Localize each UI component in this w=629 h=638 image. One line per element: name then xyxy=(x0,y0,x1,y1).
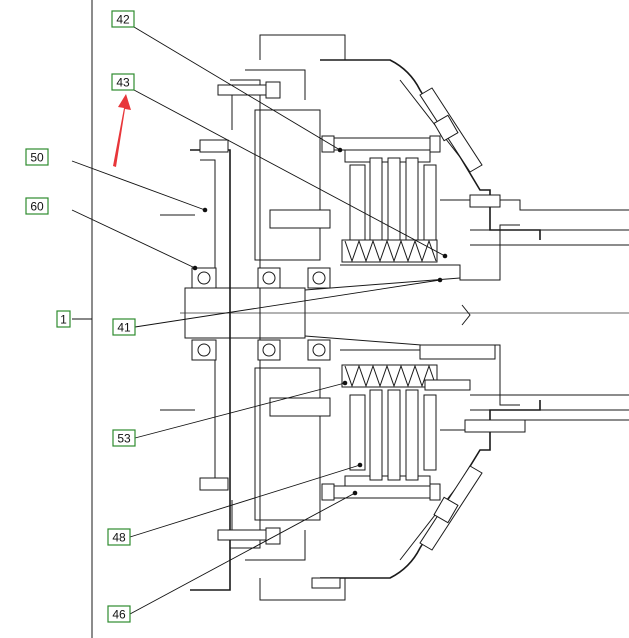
release-hub xyxy=(340,194,526,433)
main-shaft xyxy=(180,277,629,349)
return-springs xyxy=(341,239,438,388)
callout-label-53: 53 xyxy=(112,429,136,447)
callout-label-41: 41 xyxy=(112,318,136,336)
callout-label-43: 43 xyxy=(111,73,135,91)
callout-text-50: 50 xyxy=(30,151,44,165)
callout-text-48: 48 xyxy=(112,531,126,545)
callout-text-42: 42 xyxy=(116,13,130,27)
callout-label-60: 60 xyxy=(25,197,49,215)
callout-text-41: 41 xyxy=(117,321,131,335)
leader-lines xyxy=(71,26,446,615)
friction-disc-stack xyxy=(344,149,437,489)
callout-label-46: 46 xyxy=(107,605,131,623)
bottom-bolt xyxy=(311,577,341,589)
inner-hub xyxy=(254,34,346,601)
callout-label-48: 48 xyxy=(107,528,131,546)
diaphragm-springs xyxy=(419,87,483,551)
red-arrow-icon xyxy=(113,94,131,167)
housing-bolts xyxy=(199,81,281,545)
callout-text-1: 1 xyxy=(60,313,67,327)
callout-text-60: 60 xyxy=(30,200,44,214)
callout-label-50: 50 xyxy=(25,148,49,166)
leader-dots xyxy=(192,147,448,496)
callout-label-42: 42 xyxy=(111,10,135,28)
bearings xyxy=(191,267,331,361)
callout-label-1: 1 xyxy=(56,310,71,328)
callout-text-46: 46 xyxy=(112,608,126,622)
callout-text-53: 53 xyxy=(117,432,131,446)
callout-text-43: 43 xyxy=(116,76,130,90)
